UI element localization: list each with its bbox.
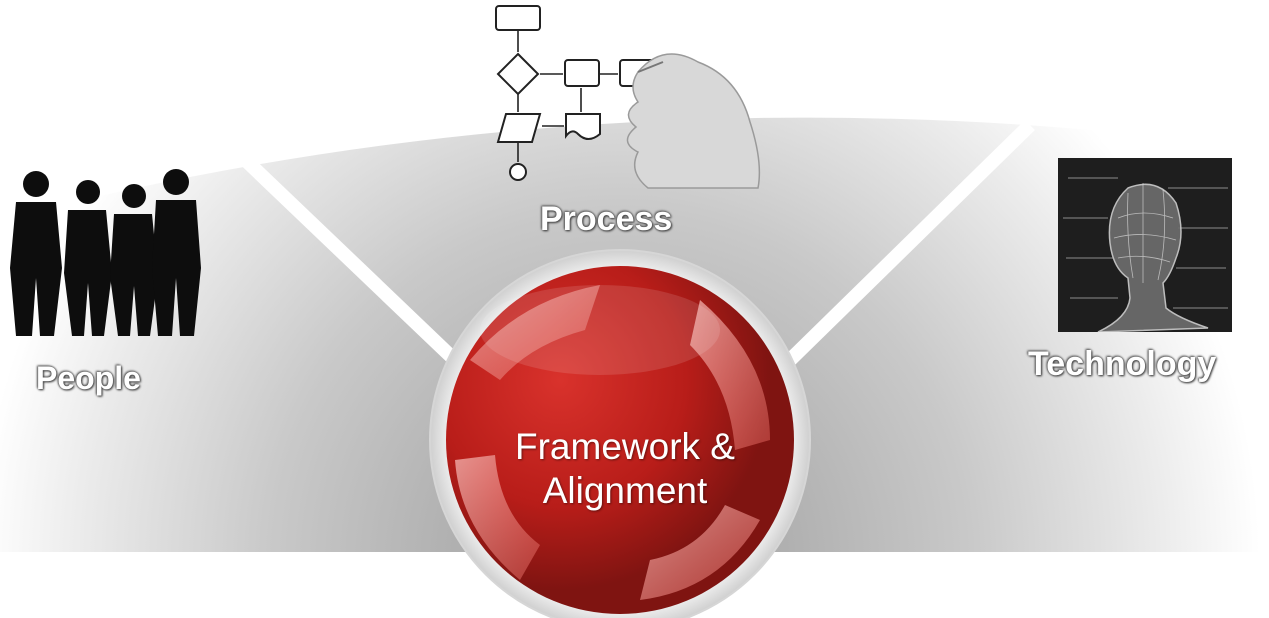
disc-gloss bbox=[480, 285, 720, 375]
spoke-right bbox=[785, 119, 1035, 366]
digital-head-icon bbox=[1058, 158, 1232, 332]
spoke-left bbox=[230, 144, 465, 371]
technology-label: Technology bbox=[1028, 345, 1217, 383]
center-title-line2: Alignment bbox=[542, 470, 708, 511]
flowchart-hand-icon bbox=[495, 5, 761, 189]
process-label: Process bbox=[540, 200, 673, 238]
people-label: People bbox=[36, 360, 141, 396]
center-title: Framework & Alignment bbox=[450, 425, 800, 513]
cycle-arrows-icon bbox=[455, 285, 770, 600]
center-title-line1: Framework & bbox=[515, 426, 735, 467]
people-silhouette-icon bbox=[10, 169, 201, 336]
hand-icon bbox=[626, 53, 761, 189]
